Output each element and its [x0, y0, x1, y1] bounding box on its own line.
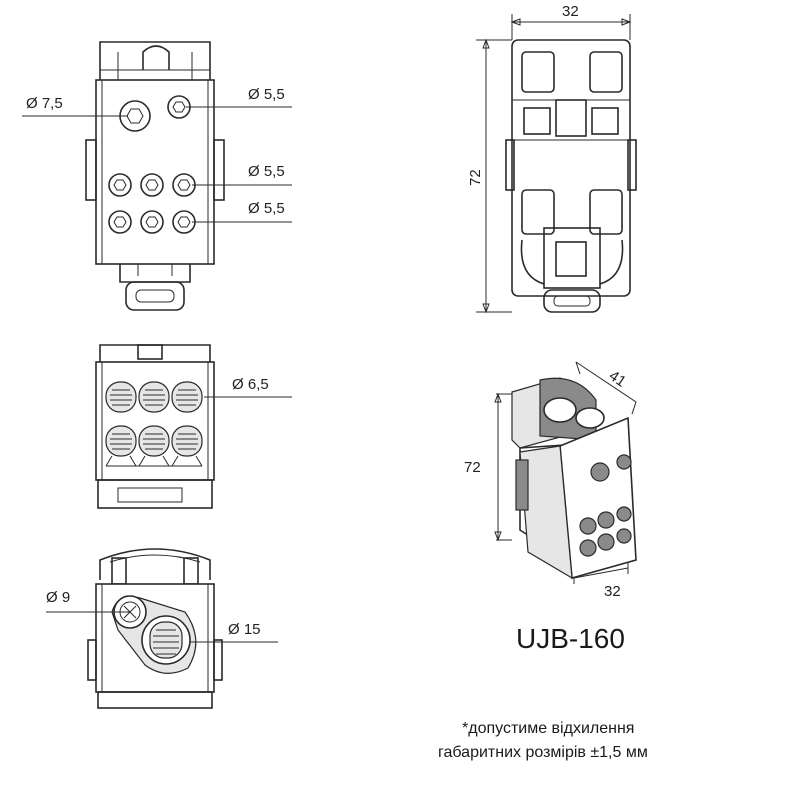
tolerance-note-line-1: *допустиме відхилення — [462, 720, 634, 737]
dia-5-5-label-2: Ø 5,5 — [248, 163, 285, 180]
iso-width-label: 32 — [604, 583, 621, 600]
dia-15-label: Ø 15 — [228, 621, 261, 638]
lower-ports — [105, 425, 203, 457]
dia-6-5-label: Ø 6,5 — [232, 376, 269, 393]
tolerance-note-line-2: габаритних розмірів ±1,5 мм — [438, 744, 648, 761]
front-view — [95, 344, 292, 509]
isometric-view — [494, 361, 637, 584]
upper-ports — [105, 381, 203, 413]
side-view — [476, 14, 637, 314]
iso-depth-label: 41 — [606, 367, 629, 390]
dia-9-label: Ø 9 — [46, 589, 70, 606]
model-name: UJB-160 — [516, 623, 625, 654]
iso-height-label: 72 — [464, 459, 481, 476]
bottom-view — [46, 548, 278, 709]
dia-7-5-label: Ø 7,5 — [26, 95, 63, 112]
top-view — [22, 41, 292, 311]
dia-5-5-label-3: Ø 5,5 — [248, 200, 285, 217]
side-height-label: 72 — [467, 169, 484, 186]
dia-5-5-label-1: Ø 5,5 — [248, 86, 285, 103]
side-width-label: 32 — [562, 3, 579, 20]
